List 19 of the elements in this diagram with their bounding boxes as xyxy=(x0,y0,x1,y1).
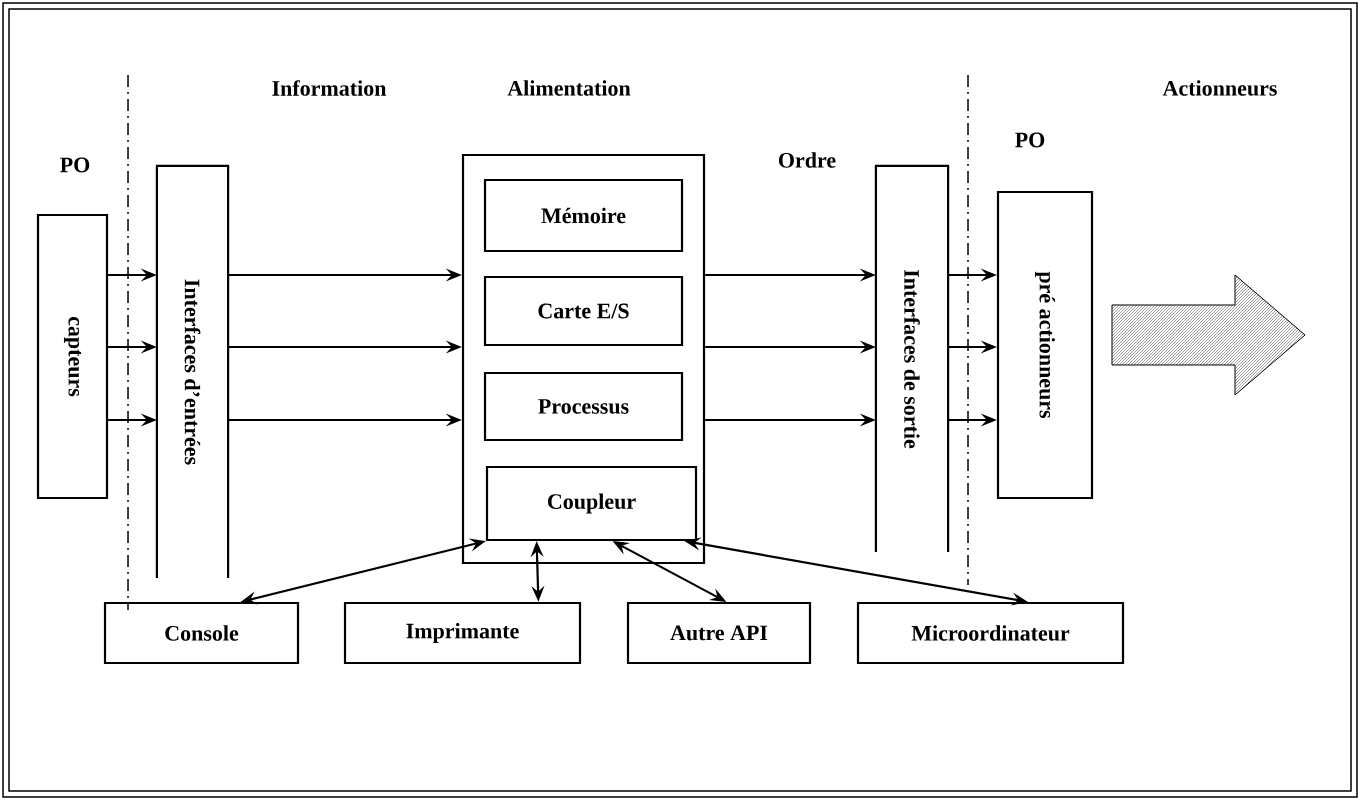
device-box: Microordinateur xyxy=(856,601,1125,665)
zone-label: PO xyxy=(1015,132,1045,148)
module-box: Carte E/S xyxy=(483,275,684,347)
device-box: Imprimante xyxy=(343,601,582,665)
actuator-box: pré actionneurs xyxy=(996,190,1094,500)
device-box: Autre API xyxy=(626,601,812,665)
interface-block: Interfaces d’entrées xyxy=(155,164,230,579)
zone-label: Alimentation xyxy=(507,80,631,96)
zone-label: Ordre xyxy=(778,152,836,168)
zone-label: Information xyxy=(272,80,387,96)
zone-label: PO xyxy=(60,157,90,173)
sensor-box: capteurs xyxy=(36,213,109,500)
module-box: Coupleur xyxy=(485,465,698,542)
interface-block: Interfaces de sortie xyxy=(874,164,950,553)
module-box: Mémoire xyxy=(483,178,684,253)
device-box: Console xyxy=(103,601,300,665)
zone-label: Actionneurs xyxy=(1162,80,1277,96)
module-box: Processus xyxy=(483,371,684,442)
controller-box xyxy=(461,153,706,565)
